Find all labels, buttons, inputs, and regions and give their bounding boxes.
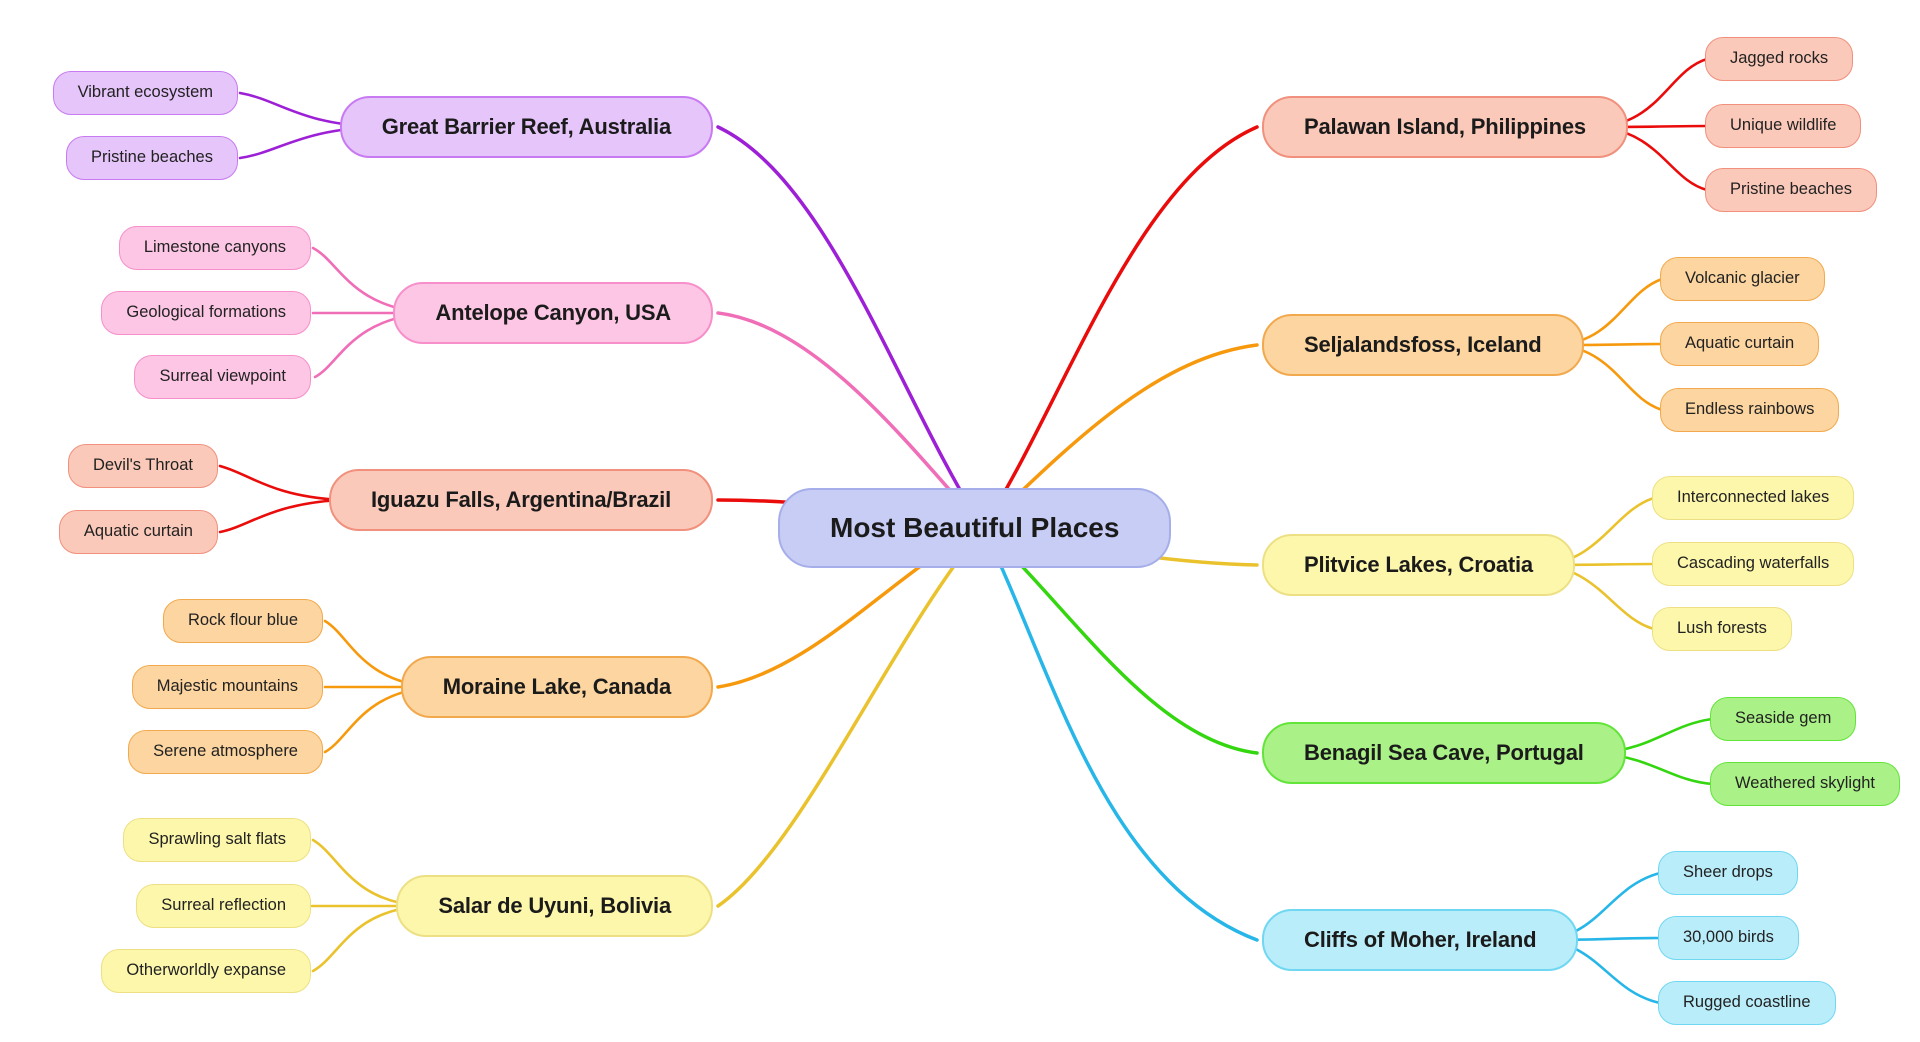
connector-center-salar-de-uyuni xyxy=(716,526,985,908)
child-node-devils-throat: Devil's Throat xyxy=(67,444,218,488)
child-node-surreal-viewpoint: Surreal viewpoint xyxy=(134,355,311,399)
child-node-rugged-coastline: Rugged coastline xyxy=(1658,981,1836,1025)
child-node-sprawling-salt-flats: Sprawling salt flats xyxy=(123,818,311,862)
child-node-weathered-skylight: Weathered skylight xyxy=(1710,762,1901,806)
child-node-interconnected-lakes: Interconnected lakes xyxy=(1652,476,1855,520)
child-node-30000-birds: 30,000 birds xyxy=(1658,916,1799,960)
child-node-aquatic-curtain-right: Aquatic curtain xyxy=(1660,322,1820,366)
branch-node-moraine-lake: Moraine Lake, Canada xyxy=(400,656,713,718)
child-node-aquatic-curtain-left: Aquatic curtain xyxy=(58,510,218,554)
branch-node-benagil-sea-cave: Benagil Sea Cave, Portugal xyxy=(1262,722,1626,784)
central-node: Most Beautiful Places xyxy=(778,488,1172,568)
branch-node-salar-de-uyuni: Salar de Uyuni, Bolivia xyxy=(396,875,713,937)
child-node-vibrant-ecosystem: Vibrant ecosystem xyxy=(52,71,238,115)
connector-center-palawan-island xyxy=(981,125,1259,530)
child-node-unique-wildlife: Unique wildlife xyxy=(1705,104,1862,148)
child-node-serene-atmosphere: Serene atmosphere xyxy=(128,730,323,774)
child-node-sheer-drops: Sheer drops xyxy=(1658,851,1798,895)
branch-node-seljalandsfoss: Seljalandsfoss, Iceland xyxy=(1262,314,1584,376)
branch-node-plitvice-lakes: Plitvice Lakes, Croatia xyxy=(1262,534,1575,596)
child-node-volcanic-glacier: Volcanic glacier xyxy=(1660,257,1825,301)
child-node-surreal-reflection: Surreal reflection xyxy=(136,884,311,928)
child-node-pristine-beaches-left: Pristine beaches xyxy=(66,136,238,180)
child-node-limestone-canyons: Limestone canyons xyxy=(118,226,311,270)
branch-node-great-barrier-reef: Great Barrier Reef, Australia xyxy=(339,96,713,158)
child-node-geological-formations: Geological formations xyxy=(101,291,311,335)
child-node-cascading-waterfalls: Cascading waterfalls xyxy=(1652,542,1855,586)
child-node-otherworldly-expanse: Otherworldly expanse xyxy=(101,949,311,993)
connector-iguazu-devils-throat xyxy=(218,464,342,502)
child-node-seaside-gem: Seaside gem xyxy=(1710,697,1857,741)
child-node-pristine-beaches-right: Pristine beaches xyxy=(1705,168,1877,212)
child-node-endless-rainbows: Endless rainbows xyxy=(1660,388,1840,432)
connector-center-great-barrier-reef xyxy=(716,125,985,530)
branch-node-palawan-island: Palawan Island, Philippines xyxy=(1262,96,1628,158)
child-node-lush-forests: Lush forests xyxy=(1652,607,1792,651)
branch-node-antelope-canyon: Antelope Canyon, USA xyxy=(393,282,713,344)
child-node-jagged-rocks: Jagged rocks xyxy=(1705,37,1854,81)
branch-node-iguazu-falls: Iguazu Falls, Argentina/Brazil xyxy=(328,469,713,531)
connector-center-cliffs-of-moher xyxy=(981,526,1259,942)
branch-node-cliffs-of-moher: Cliffs of Moher, Ireland xyxy=(1262,909,1579,971)
child-node-rock-flour-blue: Rock flour blue xyxy=(162,599,323,643)
connector-iguazu-aquatic-curtain xyxy=(218,498,342,534)
child-node-majestic-mountains: Majestic mountains xyxy=(131,665,323,709)
